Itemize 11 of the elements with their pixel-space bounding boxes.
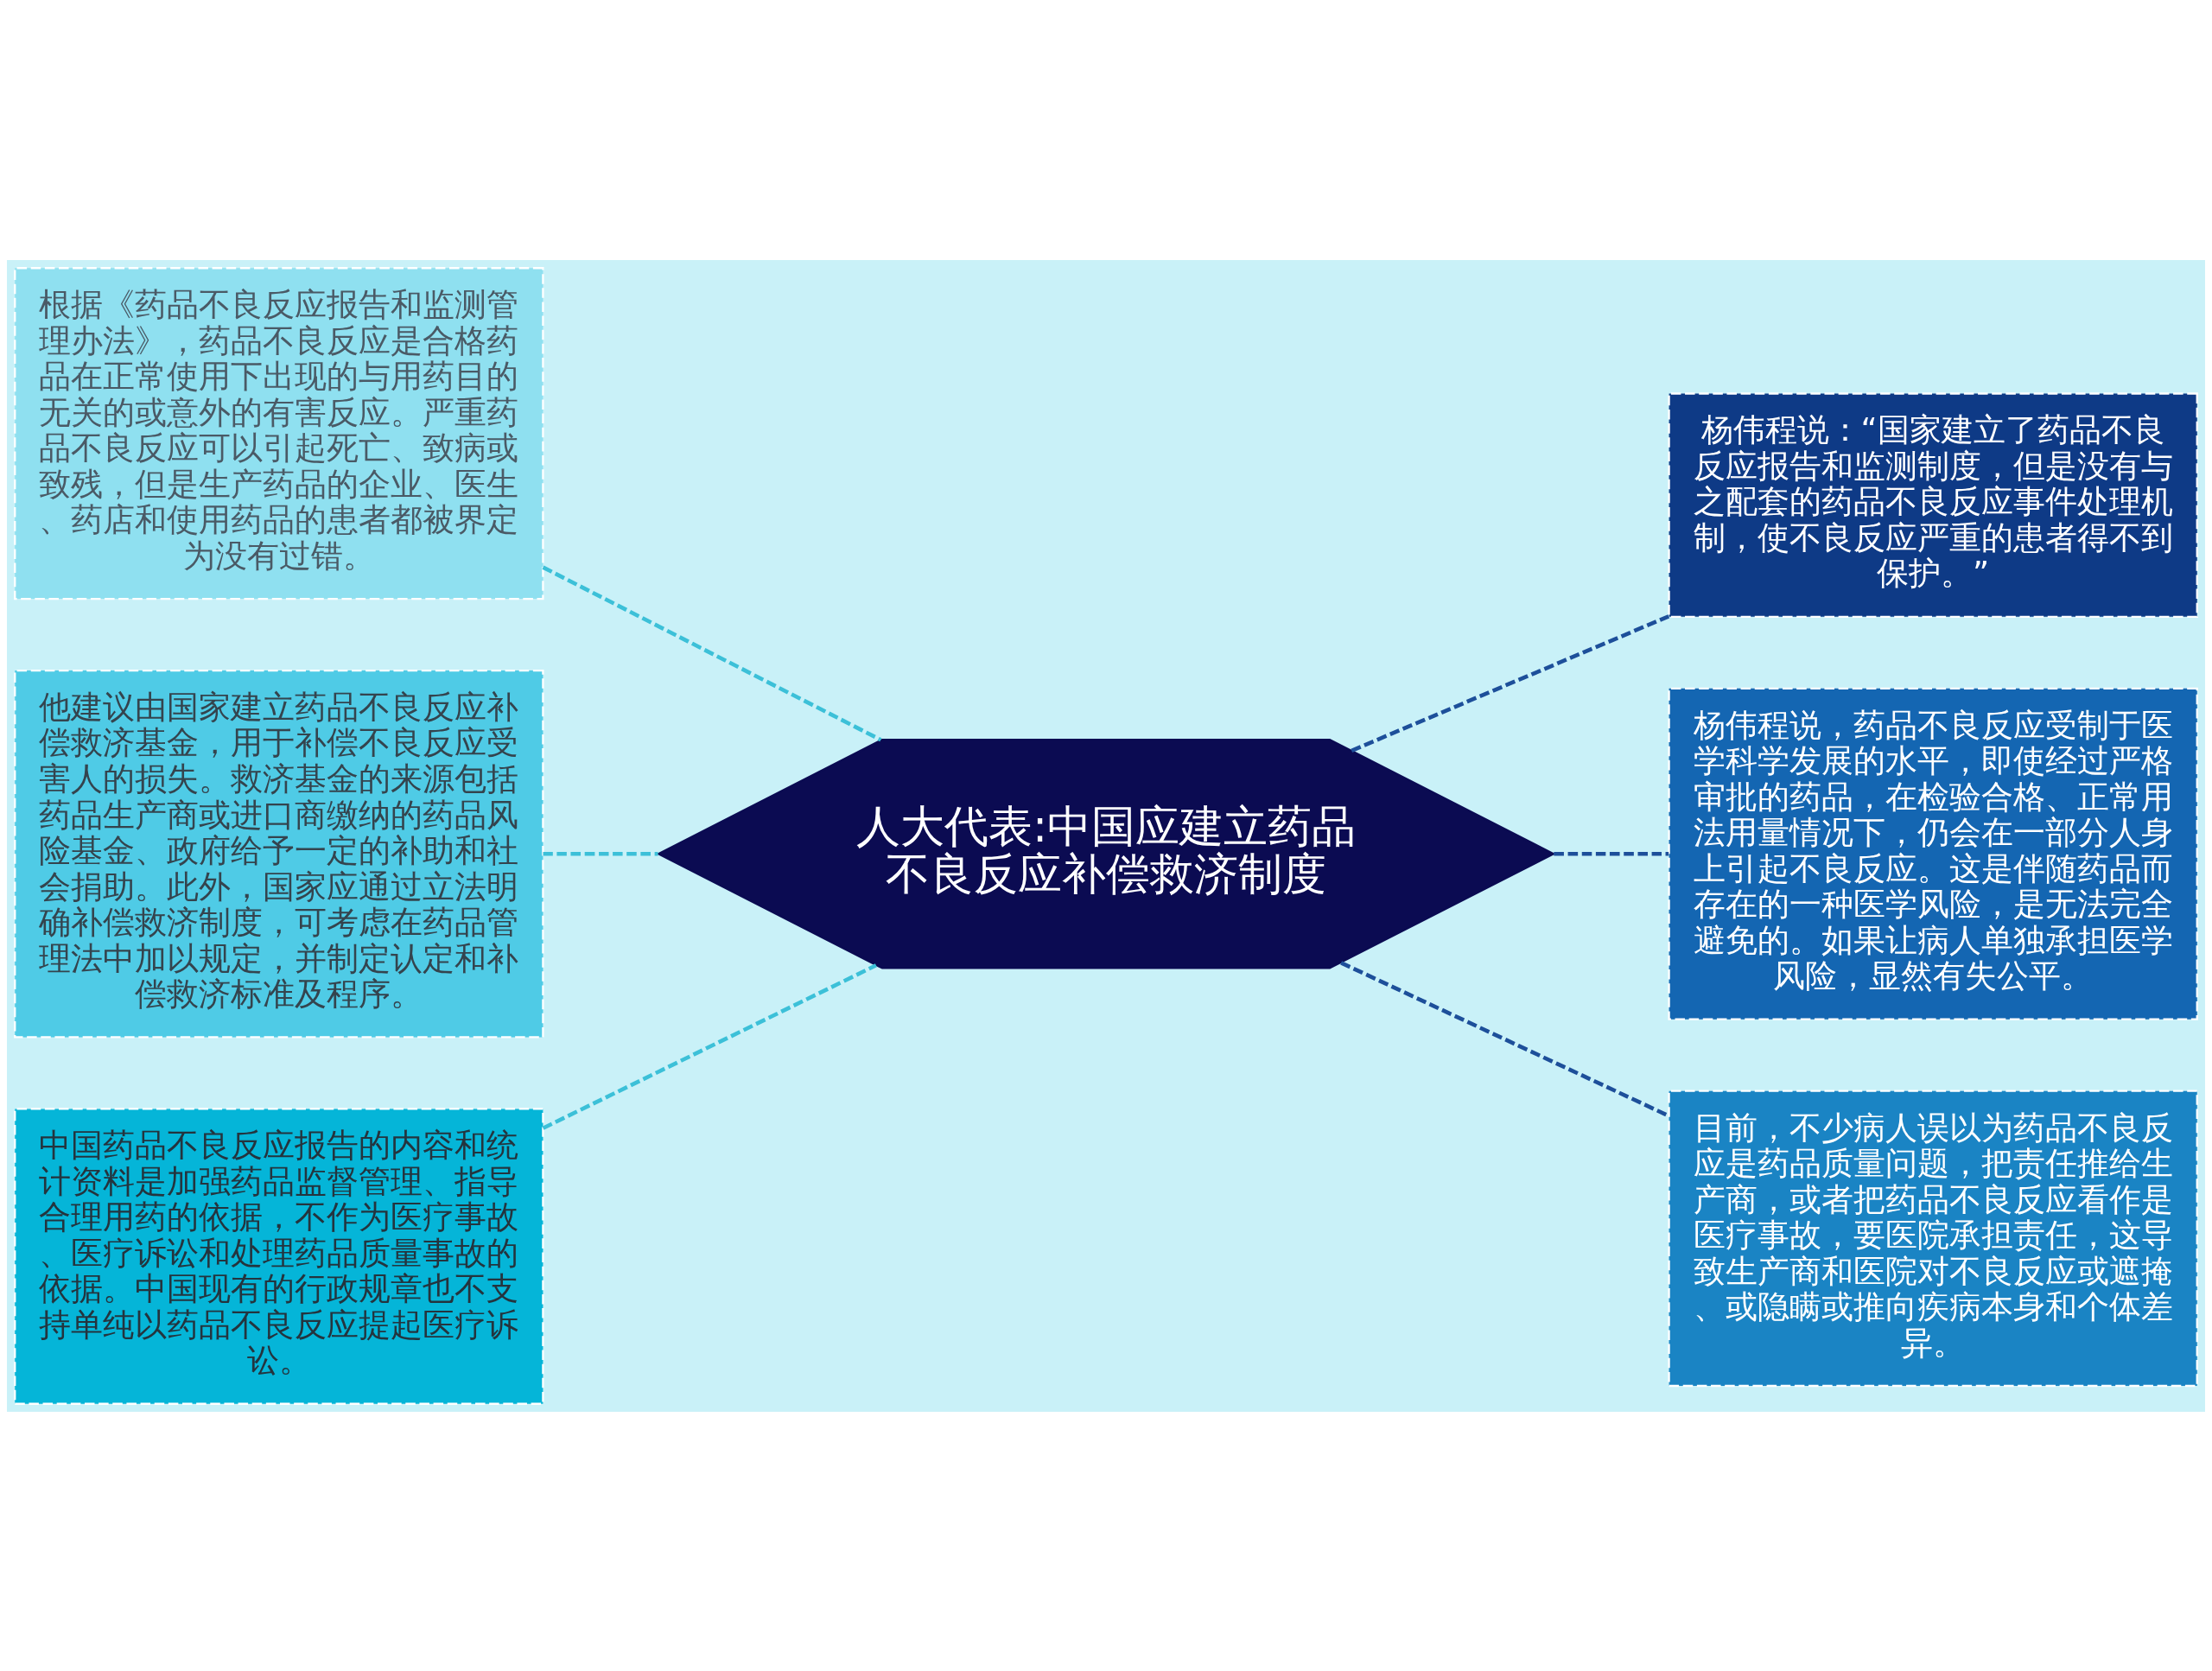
connector (1351, 613, 1670, 753)
node-box: 目前，不少病人误以为药品不良反应是药品质量问题，把责任推给生产商，或者把药品不良反应看作是医疗事故，要医院承担责任，这导致生产商和医院对不良反应或遮掩、或隐瞒或推向疾病本身和个体差异。 (1668, 1090, 2198, 1387)
node-box: 中国药品不良反应报告的内容和统计资料是加强药品监督管理、指导合理用药的依据，不作为医疗事故、医疗诉讼和处理药品质量事故的依据。中国现有的行政规章也不支持单纯以药品不良反应提起医疗诉讼。 (14, 1107, 544, 1405)
connector (543, 851, 658, 856)
connector (1554, 851, 1669, 856)
connector (542, 565, 882, 741)
node-box: 杨伟程说，药品不良反应受制于医学科学发展的水平，即使经过严格审批的药品，在检验合格、正常用法用量情况下，仍会在一部分人身上引起不良反应。这是伴随药品而存在的一种医学风险，是无法完全避免的。如果让病人单独承担医学风险，显然有失公平。 (1668, 687, 2198, 1020)
connector (542, 963, 877, 1130)
node-box: 他建议由国家建立药品不良反应补偿救济基金，用于补偿不良反应受害人的损失。救济基金的来源包括药品生产商或进口商缴纳的药品风险基金、政府给予一定的补助和社会捐助。此外，国家应通过立法明确补偿救济制度，可考虑在药品管理法中加以规定，并制定认定和补偿救济标准及程序。 (14, 669, 544, 1039)
node-box: 杨伟程说：“国家建立了药品不良反应报告和监测制度，但是没有与之配套的药品不良反应事件处理机制，使不良反应严重的患者得不到保护。” (1668, 391, 2198, 618)
node-box: 根据《药品不良反应报告和监测管理办法》，药品不良反应是合格药品在正常使用下出现的与用药目的无关的或意外的有害反应。严重药品不良反应可以引起死亡、致病或致残，但是生产药品的企业、医生、药店和使用药品的患者都被界定为没有过错。 (14, 266, 544, 600)
